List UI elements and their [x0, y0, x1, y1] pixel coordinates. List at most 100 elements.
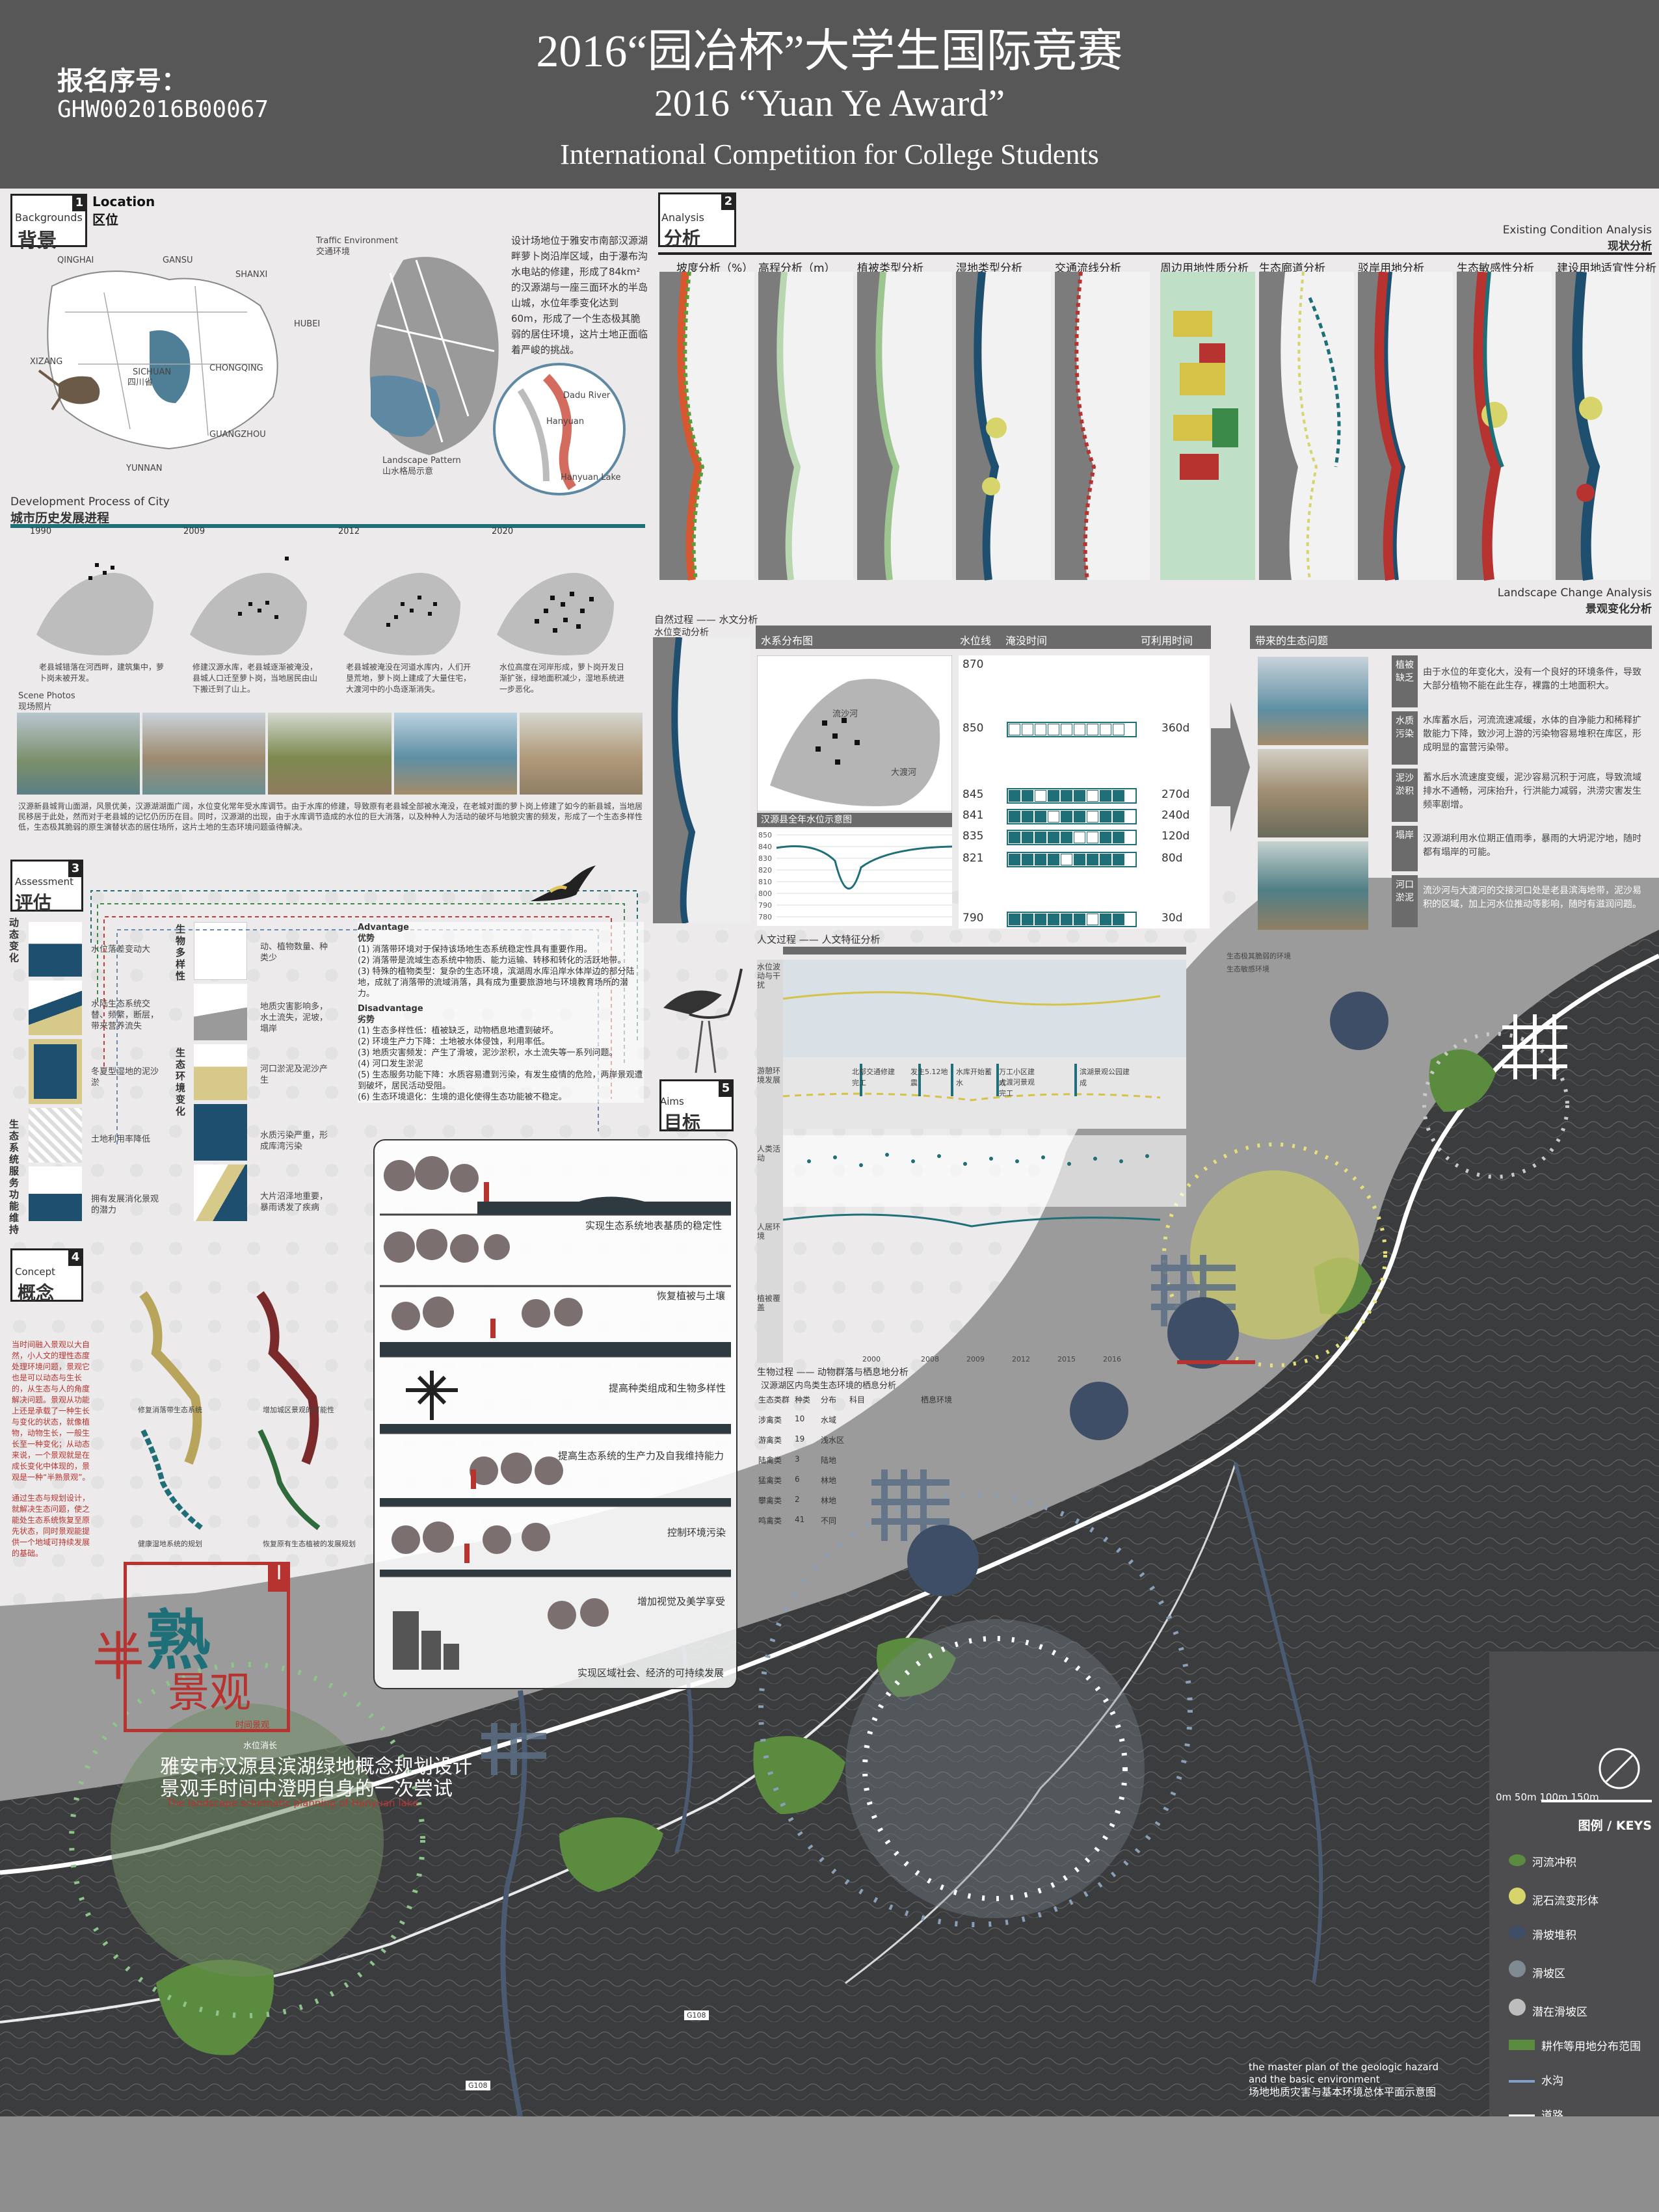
aim-item: 增加视觉及美学享受 — [637, 1596, 726, 1607]
scene-photo — [519, 713, 643, 795]
problem-text: 流沙河与大渡河的交接河口处是老县滨海地带，泥沙易积的区域，加上河水位推动等影响，… — [1423, 886, 1641, 910]
scene-photo — [268, 713, 392, 795]
assess-left-item: 水位落差变动大 — [91, 945, 151, 955]
location-map — [38, 270, 278, 450]
bio-cell: 鸣禽类 — [758, 1516, 782, 1525]
level-row-label: 850 — [962, 722, 984, 735]
title-landscape: 景观 — [168, 1669, 251, 1717]
level-bar — [1007, 852, 1137, 867]
masterplan-map — [0, 878, 1659, 2116]
bio-cell: 41 — [795, 1515, 805, 1524]
level-row-label: 835 — [962, 830, 984, 843]
assess-right-item: 水质污染严重，形成库湾污染 — [260, 1131, 328, 1152]
human-label: 游憩环境发展 — [757, 1066, 781, 1085]
inset-label: Dadu River — [563, 391, 611, 401]
problem-header — [1250, 625, 1652, 649]
assess-left-item: 拥有发展消化景观的潜力 — [91, 1194, 159, 1215]
level-days: 30d — [1161, 912, 1183, 925]
problem-photo — [1258, 841, 1368, 930]
section-5-header: 5 Aims 目标 — [659, 1079, 734, 1133]
dev-caption: 老县城错落在河西畔，建筑集中，萝卜岗未被开发。 — [39, 663, 165, 683]
development-title: Development Process of City 城市历史发展进程 — [10, 495, 170, 525]
map-label: YUNNAN — [126, 464, 163, 473]
title-en: 2016 “Yuan Ye Award” — [654, 82, 1005, 124]
scene-photo — [17, 713, 140, 795]
project-title-en: The landscape schematic planning of Hany… — [166, 1797, 419, 1809]
assess-right-item: 河口淤泥及泥沙产生 — [260, 1064, 328, 1085]
title-cn: 2016“园冶杯”大学生国际竞赛 — [536, 27, 1123, 77]
aim-item: 恢复植被与土壤 — [657, 1290, 726, 1302]
bio-cell: 3 — [795, 1455, 800, 1464]
animals-icon — [194, 922, 247, 980]
map-label: GUANGZHOU — [209, 430, 266, 440]
masterplan-caption: the master plan of the geologic hazard a… — [1249, 2061, 1439, 2098]
assess-left-icons — [29, 922, 82, 1221]
concept-text-2: 通过生态与规划设计，就解决生态问题，使之能处生态系统恢复至原先状态，同时景观能提… — [12, 1494, 90, 1558]
map-label: 流沙河 — [832, 709, 858, 719]
silt-icon — [194, 1044, 247, 1101]
aims-illustrations — [380, 1156, 731, 1670]
legend-item: 滑坡区 — [1509, 1960, 1652, 1981]
concept-maps — [139, 1291, 321, 1531]
dev-caption: 水位高度在河岸形成，萝卜岗开发日渐扩张，绿地面积减少，湿地系统进一步恶化。 — [499, 663, 625, 694]
bio-col: 种类 — [795, 1395, 811, 1404]
section-3-header: 3 Assessment 评估 — [10, 860, 83, 914]
change-title: Landscape Change Analysis 景观变化分析 — [1497, 586, 1652, 616]
level-bar — [1007, 912, 1137, 927]
level-row-label: 870 — [962, 658, 984, 671]
water-strip-map — [653, 637, 750, 923]
legend-item: 耕作等用地分布范围 — [1509, 2037, 1652, 2053]
legend-item: 水沟 — [1509, 2072, 1652, 2088]
human-year: 2015 — [1057, 1355, 1076, 1363]
assess-side-label: 生物多样性 — [176, 923, 186, 982]
concept-map-caption: 增加城区景观的可能性 — [263, 1406, 334, 1414]
development-summary: 汉源新县城背山面湖，风景优美，汉源湖湖面广阔，水位变化常年受水库调节。由于水库的… — [18, 802, 643, 832]
scale-text: 0m 50m 100m 150m — [1496, 1791, 1599, 1803]
map-label: 大渡河 — [891, 768, 917, 778]
map-label: QINGHAI — [57, 256, 94, 265]
bio-cell: 陆禽类 — [758, 1456, 782, 1465]
bio-title: 生物过程 —— 动物群落与栖息地分析 — [757, 1367, 909, 1378]
problem-photos — [1258, 657, 1368, 930]
legend-item: 滑坡堆积 — [1509, 1926, 1652, 1942]
human-event: 滨湖景观公园建成 — [1080, 1068, 1130, 1087]
title-block-frame — [124, 1562, 290, 1732]
col-problem: 带来的生态问题 — [1255, 635, 1329, 647]
landscape-icon — [29, 1166, 82, 1221]
level-row-label: 841 — [962, 809, 984, 822]
year-label: 2009 — [183, 527, 206, 536]
year-label: 2020 — [492, 527, 514, 536]
landslide-icon — [194, 983, 247, 1040]
water-sub-title: 水位变动分析 — [654, 627, 709, 638]
bio-col: 栖息环境 — [921, 1395, 953, 1404]
divider — [10, 524, 645, 528]
legend-item: 河流冲积 — [1509, 1853, 1652, 1869]
level-bar — [1007, 830, 1137, 845]
bio-col: 分布 — [821, 1395, 837, 1404]
traffic-title: Traffic Environment 交通环境 — [316, 236, 399, 257]
land-use-icon — [29, 1108, 82, 1163]
col-usable: 可利用时间 — [1141, 635, 1193, 647]
section-2-header: 2 Analysis 分析 — [658, 192, 736, 249]
map-label: CHONGQING — [209, 363, 263, 373]
human-event: 万工小区建成 — [999, 1068, 1035, 1087]
concept-map-caption: 修复消落带生态系统 — [138, 1406, 202, 1414]
scene-photo — [142, 713, 266, 795]
level-days: 240d — [1161, 809, 1190, 822]
title-tag: I — [268, 1562, 290, 1592]
assess-side-label: 生态系统服务功能维持 — [9, 1118, 20, 1235]
level-days: 80d — [1161, 852, 1183, 865]
problem-tag: 塌岸 — [1392, 826, 1418, 871]
assess-right-icons — [194, 922, 247, 1221]
problem-tag: 水质污染 — [1392, 711, 1418, 765]
legend-title: 图例 / KEYS — [1578, 1819, 1652, 1833]
title-char-ripe: 熟 — [146, 1603, 211, 1679]
bio-cell: 陆地 — [821, 1456, 837, 1465]
background-description: 设计场地位于雅安市南部汉源湖畔萝卜岗沿岸区域，由于瀑布沟水电站的修建，形成了84… — [511, 235, 648, 356]
col-distribution: 水系分布图 — [761, 635, 814, 647]
concept-map-caption: 健康湿地系统的规划 — [138, 1540, 202, 1548]
year-label: 1990 — [30, 527, 52, 536]
city-growth-maps — [36, 557, 614, 655]
analysis-strips — [659, 272, 1651, 581]
